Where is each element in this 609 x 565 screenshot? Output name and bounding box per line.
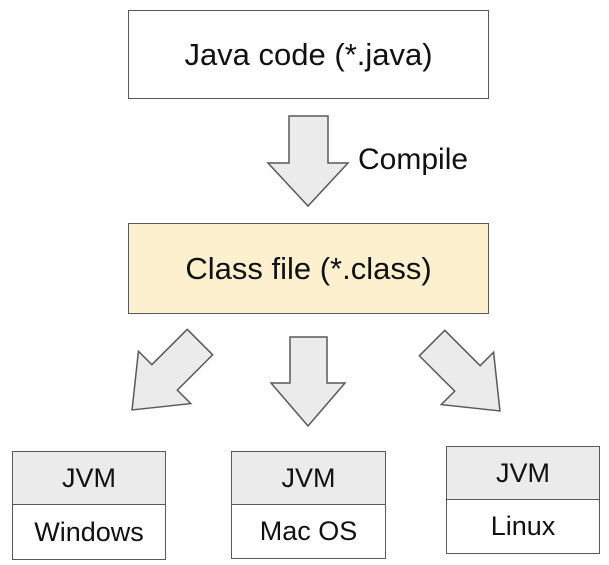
class-file-label: Class file (*.class) [185, 250, 432, 286]
platform-macos-box: JVM Mac OS [231, 451, 386, 559]
arrow-to-macos [269, 336, 347, 428]
os-label-windows: Windows [34, 516, 144, 547]
java-code-label: Java code (*.java) [184, 36, 433, 72]
arrow-to-linux [418, 329, 501, 412]
platform-linux-box: JVM Linux [446, 446, 600, 554]
compile-arrow [266, 115, 350, 208]
java-code-box: Java code (*.java) [128, 10, 489, 99]
os-label-linux: Linux [490, 511, 556, 541]
jvm-label: JVM [447, 447, 599, 500]
platform-windows-box: JVM Windows [12, 451, 166, 560]
compile-label: Compile [358, 143, 469, 176]
arrow-to-windows [131, 328, 214, 411]
os-label-macos: Mac OS [259, 516, 358, 546]
jvm-label: JVM [13, 452, 165, 505]
jvm-label: JVM [232, 452, 385, 505]
class-file-box: Class file (*.class) [128, 223, 489, 314]
